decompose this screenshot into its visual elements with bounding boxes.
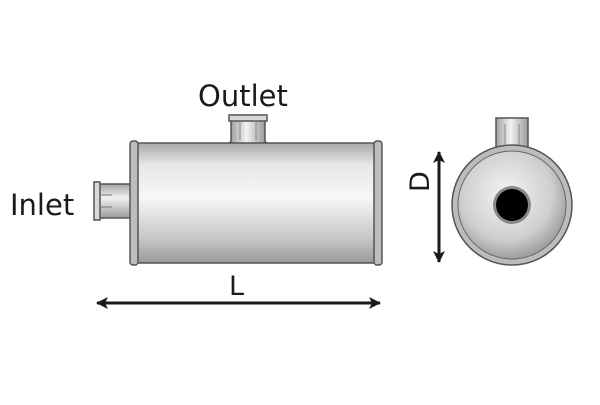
end-view (451, 117, 573, 266)
side-view (93, 114, 383, 266)
inlet-label: Inlet (10, 188, 75, 222)
outlet-pipe (221, 114, 275, 147)
diameter-label: D (405, 171, 436, 192)
outlet-label: Outlet (198, 79, 288, 113)
end-view-bore (496, 189, 528, 221)
length-label: L (229, 271, 245, 302)
muffler-body (129, 140, 383, 266)
